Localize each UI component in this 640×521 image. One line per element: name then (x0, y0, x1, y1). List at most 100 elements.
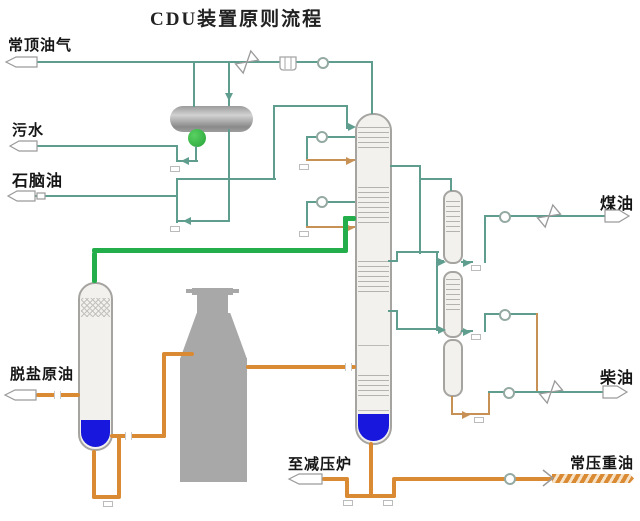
pipe-pumparound-return (306, 159, 355, 161)
flow-arrow-right (348, 123, 356, 131)
tray-band (358, 127, 389, 152)
flow-arrow-right (462, 411, 470, 419)
pipe-flash-bottoms (92, 495, 121, 499)
pipe-transfer-line (246, 365, 356, 369)
stream-flag-diesel (602, 385, 629, 399)
pipe (488, 391, 490, 415)
furnace-flange (192, 288, 233, 295)
flow-arrow-right (463, 328, 471, 336)
pipe-overhead (10, 61, 373, 63)
control-valve-icon (536, 203, 562, 229)
flow-arrow-right (463, 259, 471, 267)
pipe (176, 145, 178, 162)
instrument-circle-icon (504, 473, 516, 485)
instrument-circle-icon (316, 131, 328, 143)
pipe-column-overhead (371, 61, 373, 114)
pipe-reflux (346, 105, 348, 129)
pipe-reflux (273, 105, 348, 107)
stripper-1 (443, 190, 463, 264)
pipe-atm-residue (392, 477, 552, 481)
pipe (419, 165, 421, 254)
stripper-3 (443, 339, 463, 397)
pipe-stripper3-feed (388, 310, 398, 312)
pipe (396, 251, 439, 253)
control-valve-icon (538, 379, 564, 405)
pipe (396, 310, 398, 330)
pipe-to-vacuum (322, 477, 349, 481)
pump-icon (170, 226, 180, 232)
pump-icon (471, 265, 481, 271)
label-top-gas: 常顶油气 (8, 37, 73, 54)
instrument-circle-icon (499, 309, 511, 321)
pipe (345, 479, 349, 498)
pipe (176, 220, 230, 222)
label-to-vacuum-furnace: 至减压炉 (288, 456, 353, 473)
label-kerosene: 煤油 (600, 196, 635, 213)
pipe (451, 396, 453, 415)
instrument-circle-icon (503, 387, 515, 399)
flow-arrow-right (438, 258, 446, 266)
pipe-pumparound-return (306, 226, 355, 228)
stream-flag-top-gas (4, 56, 38, 68)
stream-flag-to-vacuum (287, 473, 323, 485)
flange-icon (343, 500, 353, 506)
pipe-flash-overhead (343, 216, 348, 252)
tray-band (358, 187, 389, 224)
pipe (396, 251, 398, 262)
pipe-pumparound (306, 201, 355, 203)
furnace-neck (197, 293, 228, 315)
pump-icon (474, 417, 484, 423)
tray-band (446, 201, 460, 234)
label-sour-water: 污水 (12, 122, 45, 139)
pipe-stripper1-feed (390, 165, 421, 167)
flash-tower (78, 282, 113, 451)
reflux-drum (170, 106, 253, 132)
stream-flag-sour-water (8, 140, 38, 152)
pipe-bottoms-header (345, 494, 396, 498)
pipe (176, 178, 178, 223)
flow-arrow-right (346, 224, 354, 232)
pipe-diesel (484, 313, 486, 332)
drum-boot (188, 129, 206, 147)
pipe-flash-bottoms (92, 450, 96, 499)
pump-icon (170, 166, 180, 172)
flange-icon (54, 391, 61, 399)
open-arrow-icon (542, 469, 555, 487)
flow-arrow-left (183, 217, 191, 225)
instrument-circle-icon (316, 196, 328, 208)
flange-icon (383, 500, 393, 506)
pipe-diesel (536, 313, 538, 393)
flange-icon (345, 363, 352, 371)
pipe-furnace-inlet (162, 352, 194, 356)
stream-flag-kerosene (604, 209, 631, 223)
atm-residue-arrow (552, 474, 634, 483)
pipe-flash-overhead (343, 216, 356, 221)
instrument-circle-icon (499, 211, 511, 223)
pipe-pumparound (306, 136, 308, 161)
pipe-drum-gas (193, 61, 195, 107)
pipe-stripper2-feed (388, 260, 398, 262)
pipe (451, 413, 490, 415)
pipe-boot-outlet (195, 146, 197, 162)
pipe (176, 178, 276, 180)
pipe-pumparound (306, 201, 308, 228)
instrument-circle-icon (317, 57, 329, 69)
stream-flag-naphtha (6, 190, 46, 202)
flange-icon (125, 432, 132, 440)
pump-icon (299, 231, 309, 237)
pipe (450, 178, 452, 191)
pipe-to-furnace (162, 353, 166, 438)
tray-band (358, 375, 389, 399)
pipe-column-bottoms (369, 442, 373, 498)
label-naphtha: 石脑油 (12, 173, 64, 190)
stream-flag-desalted-crude (3, 389, 37, 401)
pump-icon (103, 501, 113, 507)
pipe-reflux (273, 106, 275, 180)
pipe-stripper-trunk (436, 251, 438, 331)
label-diesel: 柴油 (600, 370, 635, 387)
tray-band (446, 279, 460, 311)
pipe-sour-water (12, 145, 178, 147)
condenser-icon (279, 56, 297, 71)
pipe (396, 328, 438, 330)
